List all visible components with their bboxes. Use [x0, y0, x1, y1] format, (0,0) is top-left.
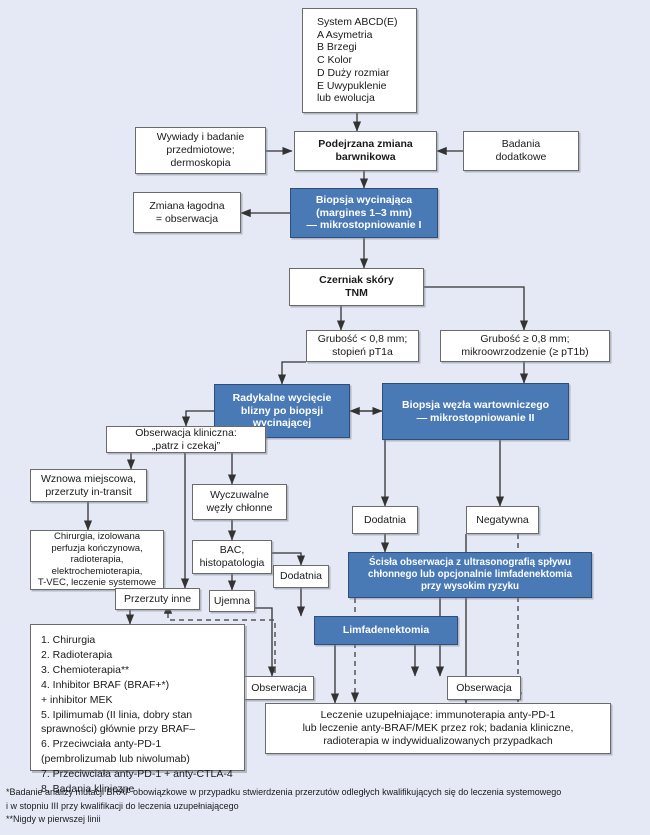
node-wyczuwalne-wezly: Wyczuwalne węzły chłonne	[192, 484, 287, 520]
node-dodatnia-sn-label: Dodatnia	[363, 513, 407, 526]
footnotes: *Badanie analizy mutacji BRAF obowiązkow…	[6, 786, 646, 827]
node-wyczuwalne-wezly-label: Wyczuwalne węzły chłonne	[206, 489, 273, 514]
node-lista-leczenia-systemowego: 1. Chirurgia 2. Radioterapia 3. Chemiote…	[30, 624, 245, 795]
node-obserwacja-ujemna: Obserwacja	[244, 676, 314, 700]
node-dodatnia-sn: Dodatnia	[352, 506, 418, 534]
node-biopsja-wezla-label: Biopsja węzła wartowniczego — mikrostopn…	[401, 398, 550, 424]
node-lista-leczenia-systemowego-label: 1. Chirurgia 2. Radioterapia 3. Chemiote…	[41, 634, 233, 796]
node-biopsja-wycinajaca-label: Biopsja wycinająca (margines 1–3 mm) — m…	[306, 193, 422, 232]
node-biopsja-wezla: Biopsja węzła wartowniczego — mikrostopn…	[382, 383, 569, 440]
node-limfadenektomia-label: Limfadenektomia	[342, 624, 430, 637]
node-ujemna-label: Ujemna	[213, 594, 251, 607]
node-obserwacja-ujemna-label: Obserwacja	[251, 681, 307, 694]
node-przerzuty-inne-label: Przerzuty inne	[123, 592, 192, 605]
node-podejrzana-zmiana-label: Podejrzana zmiana barwnikowa	[318, 138, 413, 163]
node-grubosc-ponizej: Grubość < 0,8 mm; stopień pT1a	[306, 330, 419, 362]
node-negatywna-sn: Negatywna	[466, 506, 539, 534]
node-scisla-obserwacja: Ścisła obserwacja z ultrasonografią spły…	[348, 552, 592, 598]
node-dodatnia-bac-label: Dodatnia	[279, 570, 323, 583]
node-leczenie-uzupelniajace-label: Leczenie uzupełniające: immunoterapia an…	[302, 709, 574, 747]
node-czerniak-tnm: Czerniak skóry TNM	[289, 268, 424, 306]
node-biopsja-wycinajaca: Biopsja wycinająca (margines 1–3 mm) — m…	[290, 188, 438, 238]
node-chirurgia-izolowana-label: Chirurgia, izolowana perfuzja kończynowa…	[37, 531, 157, 589]
node-abcde-label: System ABCD(E) A Asymetria B Brzegi C Ko…	[317, 15, 398, 105]
node-obserwacja-kliniczna-label: Obserwacja kliniczna: „patrz i czekaj”	[135, 426, 237, 452]
node-dodatnia-bac: Dodatnia	[273, 565, 329, 588]
node-zmiana-lagodna-label: Zmiana łagodna = obserwacja	[149, 199, 225, 225]
node-abcde: System ABCD(E) A Asymetria B Brzegi C Ko…	[302, 8, 417, 113]
node-wznowa-miejscowa-label: Wznowa miejscowa, przerzuty in-transit	[40, 472, 137, 498]
node-obserwacja-prawa: Obserwacja	[447, 676, 521, 700]
node-negatywna-sn-label: Negatywna	[476, 513, 529, 526]
node-bac-histopatologia-label: BAC, histopatologia	[199, 544, 265, 569]
node-radykalne-wyciecie: Radykalne wycięcie blizny po biopsji wyc…	[214, 384, 350, 438]
footnote-two: **Nigdy w pierwszej linii	[6, 814, 101, 824]
node-wznowa-miejscowa: Wznowa miejscowa, przerzuty in-transit	[30, 469, 147, 502]
node-chirurgia-izolowana: Chirurgia, izolowana perfuzja kończynowa…	[30, 530, 164, 590]
node-leczenie-uzupelniajace: Leczenie uzupełniające: immunoterapia an…	[265, 703, 611, 754]
node-obserwacja-prawa-label: Obserwacja	[456, 681, 512, 694]
node-podejrzana-zmiana: Podejrzana zmiana barwnikowa	[294, 131, 437, 171]
node-obserwacja-kliniczna: Obserwacja kliniczna: „patrz i czekaj”	[106, 426, 266, 453]
node-grubosc-ponizej-label: Grubość < 0,8 mm; stopień pT1a	[317, 333, 408, 358]
node-przerzuty-inne: Przerzuty inne	[115, 588, 200, 610]
node-czerniak-tnm-label: Czerniak skóry TNM	[319, 274, 394, 299]
node-zmiana-lagodna: Zmiana łagodna = obserwacja	[133, 192, 241, 233]
node-wywiady-label: Wywiady i badanie przedmiotowe; dermosko…	[156, 131, 245, 169]
node-radykalne-wyciecie-label: Radykalne wycięcie blizny po biopsji wyc…	[232, 391, 332, 430]
node-wywiady: Wywiady i badanie przedmiotowe; dermosko…	[135, 127, 266, 174]
node-bac-histopatologia: BAC, histopatologia	[192, 540, 272, 574]
node-badania-dodatkowe: Badania dodatkowe	[463, 131, 579, 171]
footnote-one: *Badanie analizy mutacji BRAF obowiązkow…	[6, 787, 562, 811]
node-badania-dodatkowe-label: Badania dodatkowe	[495, 138, 547, 163]
node-grubosc-powyzej-label: Grubość ≥ 0,8 mm; mikroowrzodzenie (≥ pT…	[461, 333, 589, 358]
node-grubosc-powyzej: Grubość ≥ 0,8 mm; mikroowrzodzenie (≥ pT…	[440, 330, 610, 362]
node-ujemna: Ujemna	[209, 590, 255, 612]
node-scisla-obserwacja-label: Ścisła obserwacja z ultrasonografią spły…	[367, 557, 573, 592]
node-limfadenektomia: Limfadenektomia	[314, 616, 458, 645]
